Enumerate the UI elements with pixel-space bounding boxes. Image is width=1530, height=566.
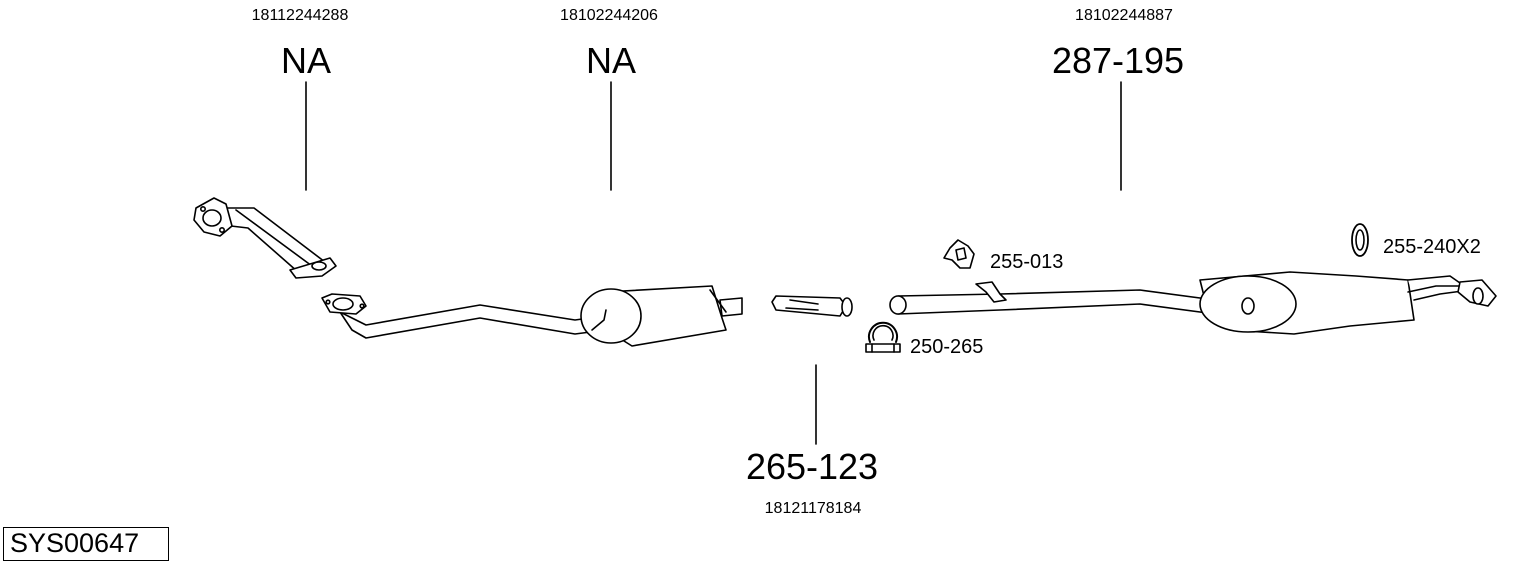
oem-number-connector: 18121178184 — [764, 500, 862, 517]
rear-silencer — [889, 271, 1497, 335]
ring-gasket-icon — [1351, 223, 1369, 257]
diagram-id-label: SYS00647 — [3, 527, 169, 561]
part-ref-connector[interactable]: 265-123 — [745, 446, 879, 487]
part-ref-front-silencer[interactable]: NA — [585, 40, 637, 81]
accessory-ref-ring[interactable]: 255-240X2 — [1383, 236, 1481, 258]
accessory-ref-hanger[interactable]: 255-013 — [990, 251, 1064, 273]
front-silencer — [321, 285, 743, 347]
front-pipe-upper — [193, 197, 337, 279]
clamp-icon — [865, 321, 901, 353]
rubber-hanger-icon — [943, 239, 975, 269]
oem-number-front-silencer: 18102244206 — [560, 7, 658, 24]
oem-number-rear-silencer: 18102244887 — [1075, 7, 1173, 24]
part-ref-rear-silencer[interactable]: 287-195 — [1051, 40, 1185, 81]
connector-sleeve — [771, 295, 853, 317]
oem-number-front-pipe: 18112244288 — [251, 7, 349, 24]
leader-lines — [305, 81, 1122, 445]
part-ref-front-pipe[interactable]: NA — [280, 40, 332, 81]
accessory-ref-clamp[interactable]: 250-265 — [910, 336, 984, 358]
